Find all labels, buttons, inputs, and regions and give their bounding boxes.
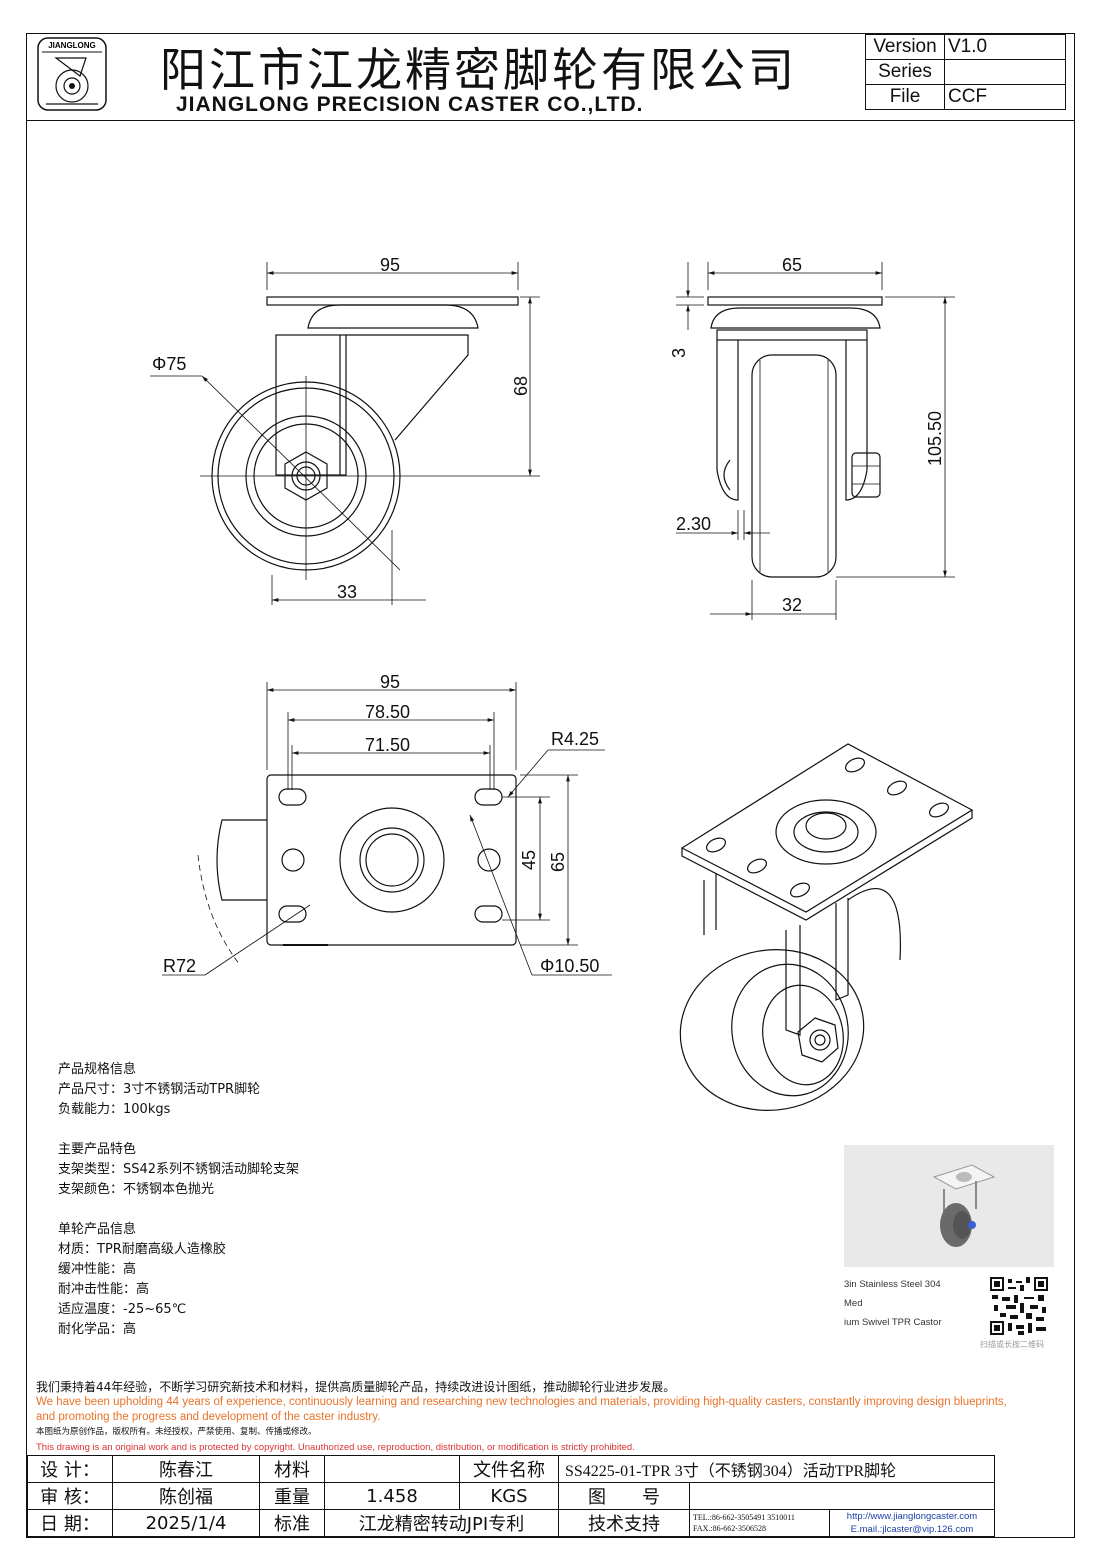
- spec-line: 耐冲击性能：高: [58, 1282, 150, 1297]
- spec-line: 支架颜色：不锈钢本色抛光: [58, 1182, 215, 1197]
- spec-line: 适应温度：-25~65℃: [58, 1302, 187, 1317]
- contact-web: http://www.jianglongcaster.com E.mail.:j…: [829, 1509, 995, 1537]
- dim-top-bolt: Φ10.50: [540, 956, 599, 976]
- notes-section: 我们秉持着44年经验，不断学习研究新技术和材料，提供高质量脚轮产品，持续改进设计…: [36, 1380, 1076, 1455]
- dim-top-hole-outer: 78.50: [365, 702, 410, 722]
- title-block: 设 计： 陈春江 材料 文件名称 SS4225-01-TPR 3寸（不锈钢304…: [27, 1455, 995, 1537]
- series-key: Series: [865, 59, 945, 85]
- review-label: 审 核：: [27, 1482, 113, 1510]
- weight-value: 1.458: [324, 1482, 460, 1510]
- design-label: 设 计：: [27, 1455, 113, 1483]
- copyright-en: This drawing is an original work and is …: [36, 1442, 635, 1453]
- filename-label: 文件名称: [459, 1455, 559, 1483]
- photo-caption-line: 3in Stainless Steel 304 Med: [844, 1279, 941, 1309]
- version-table: Version V1.0 Series File CCF: [865, 34, 1066, 110]
- dim-top-height: 65: [548, 852, 568, 872]
- logo-text: JIANGLONG: [48, 41, 96, 50]
- spec-title: 产品规格信息: [58, 1062, 137, 1077]
- top-view: [162, 682, 612, 976]
- copyright-cn: 本图纸为原创作品，版权所有。未经授权，严禁使用、复制、传播或修改。: [36, 1427, 317, 1437]
- spec-title: 单轮产品信息: [58, 1222, 137, 1237]
- filename-value: SS4225-01-TPR 3寸（不锈钢304）活动TPR脚轮: [558, 1455, 995, 1483]
- dim-side-diameter: Φ75: [152, 354, 186, 374]
- company-name-en: JIANGLONG PRECISION CASTER CO.,LTD.: [176, 93, 644, 116]
- statement-en-1: We have been upholding 44 years of exper…: [36, 1396, 1007, 1408]
- dim-top-width: 95: [380, 672, 400, 692]
- weight-unit: KGS: [459, 1482, 559, 1510]
- support-label: 技术支持: [558, 1509, 690, 1537]
- spec-line: 负载能力：100kgs: [58, 1102, 171, 1117]
- product-photo: [844, 1145, 1054, 1267]
- series-value: [944, 59, 1066, 85]
- statement-cn: 我们秉持着44年经验，不断学习研究新技术和材料，提供高质量脚轮产品，持续改进设计…: [36, 1380, 676, 1394]
- dim-front-gap: 2.30: [676, 514, 711, 534]
- dim-side-offset: 33: [337, 582, 357, 602]
- material-label: 材料: [259, 1455, 325, 1483]
- weight-label: 重量: [259, 1482, 325, 1510]
- dim-top-hole-v: 45: [519, 850, 539, 870]
- version-value: V1.0: [944, 34, 1066, 60]
- design-value: 陈春江: [112, 1455, 260, 1483]
- spec-line: 支架类型：SS42系列不锈钢活动脚轮支架: [58, 1162, 300, 1177]
- dim-top-radius: R4.25: [551, 729, 599, 749]
- drawing-no-label: 图 号: [558, 1482, 690, 1510]
- version-key: Version: [865, 34, 945, 60]
- spec-line: 材质：TPR耐磨高级人造橡胶: [58, 1242, 226, 1257]
- isometric-view: [679, 743, 974, 1111]
- file-key: File: [865, 84, 945, 110]
- dim-front-height: 105.50: [925, 411, 945, 466]
- company-logo: JIANGLONG: [37, 37, 107, 111]
- email-link[interactable]: E.mail.:jlcaster@vip.126.com: [850, 1524, 974, 1535]
- contact-phone: TEL.:86-662-3505491 3510011 FAX.:86-662-…: [689, 1509, 830, 1537]
- photo-caption: 3in Stainless Steel 304 Med ium Swivel T…: [844, 1275, 954, 1332]
- dim-top-hole-inner: 71.50: [365, 735, 410, 755]
- photo-caption-line: ium Swivel TPR Castor: [844, 1317, 942, 1328]
- standard-value: 江龙精密转动JPI专利: [324, 1509, 559, 1537]
- dim-front-width: 65: [782, 255, 802, 275]
- dim-front-wheel: 32: [782, 595, 802, 615]
- website-link[interactable]: http://www.jianglongcaster.com: [846, 1511, 978, 1522]
- spec-line: 缓冲性能：高: [58, 1262, 137, 1277]
- side-view: [150, 262, 540, 605]
- drawing-frame: [26, 33, 1075, 1538]
- date-label: 日 期：: [27, 1509, 113, 1537]
- file-value: CCF: [944, 84, 1066, 110]
- technical-drawings: 95 Φ75 68 33 65 3 105.5: [150, 255, 974, 1111]
- header-divider: [26, 120, 1075, 121]
- qr-code-icon[interactable]: [990, 1277, 1048, 1335]
- front-view: [676, 262, 955, 620]
- drawing-no-value: [689, 1482, 995, 1510]
- review-value: 陈创福: [112, 1482, 260, 1510]
- dim-side-height: 68: [511, 376, 531, 396]
- product-specs: 产品规格信息 产品尺寸：3寸不锈钢活动TPR脚轮 负载能力：100kgs 主要产…: [58, 1060, 299, 1360]
- dim-side-width: 95: [380, 255, 400, 275]
- fax: FAX.:86-662-3506528: [693, 1524, 766, 1533]
- company-name-cn: 阳江市江龙精密脚轮有限公司: [160, 43, 797, 97]
- material-value: [324, 1455, 460, 1483]
- spec-title: 主要产品特色: [58, 1142, 137, 1157]
- dim-front-plate: 3: [669, 348, 689, 358]
- statement-en-2: and promoting the progress and developme…: [36, 1411, 381, 1423]
- dim-top-swivel: R72: [163, 956, 196, 976]
- date-value: 2025/1/4: [112, 1509, 260, 1537]
- qr-hint: 扫描或长按二维码: [980, 1340, 1044, 1349]
- spec-block-size: 产品规格信息 产品尺寸：3寸不锈钢活动TPR脚轮 负载能力：100kgs: [58, 1060, 299, 1120]
- spec-block-features: 主要产品特色 支架类型：SS42系列不锈钢活动脚轮支架 支架颜色：不锈钢本色抛光: [58, 1140, 299, 1200]
- spec-line: 耐化学品：高: [58, 1322, 137, 1337]
- spec-block-wheel: 单轮产品信息 材质：TPR耐磨高级人造橡胶 缓冲性能：高 耐冲击性能：高 适应温…: [58, 1220, 299, 1340]
- tel: TEL.:86-662-3505491 3510011: [693, 1513, 795, 1522]
- standard-label: 标准: [259, 1509, 325, 1537]
- product-photo-card: 3in Stainless Steel 304 Med ium Swivel T…: [836, 1137, 1062, 1360]
- spec-line: 产品尺寸：3寸不锈钢活动TPR脚轮: [58, 1082, 261, 1097]
